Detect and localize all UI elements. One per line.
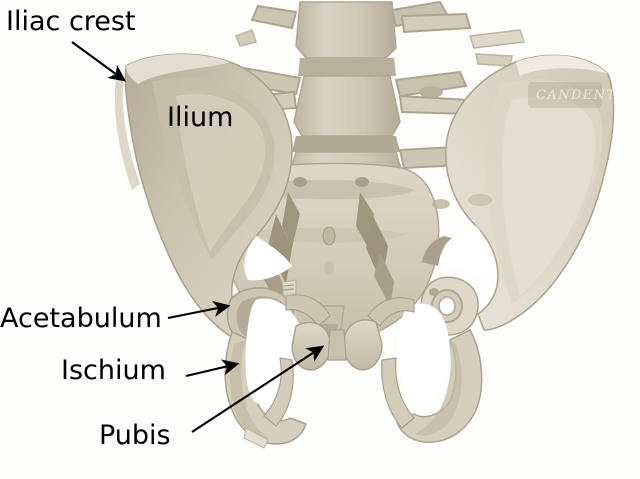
label-acetabulum: Acetabulum (0, 303, 162, 334)
hip-bone-right (343, 54, 615, 443)
bone-group: CANDENT (114, 0, 616, 449)
label-ilium: Ilium (167, 102, 234, 133)
pubic-symphysis (327, 329, 347, 361)
label-iliac-crest: Iliac crest (6, 6, 136, 37)
watermark-text: CANDENT (536, 88, 616, 103)
watermark: CANDENT (528, 82, 616, 108)
label-ischium: Ischium (61, 355, 166, 386)
label-pubis: Pubis (99, 420, 171, 451)
